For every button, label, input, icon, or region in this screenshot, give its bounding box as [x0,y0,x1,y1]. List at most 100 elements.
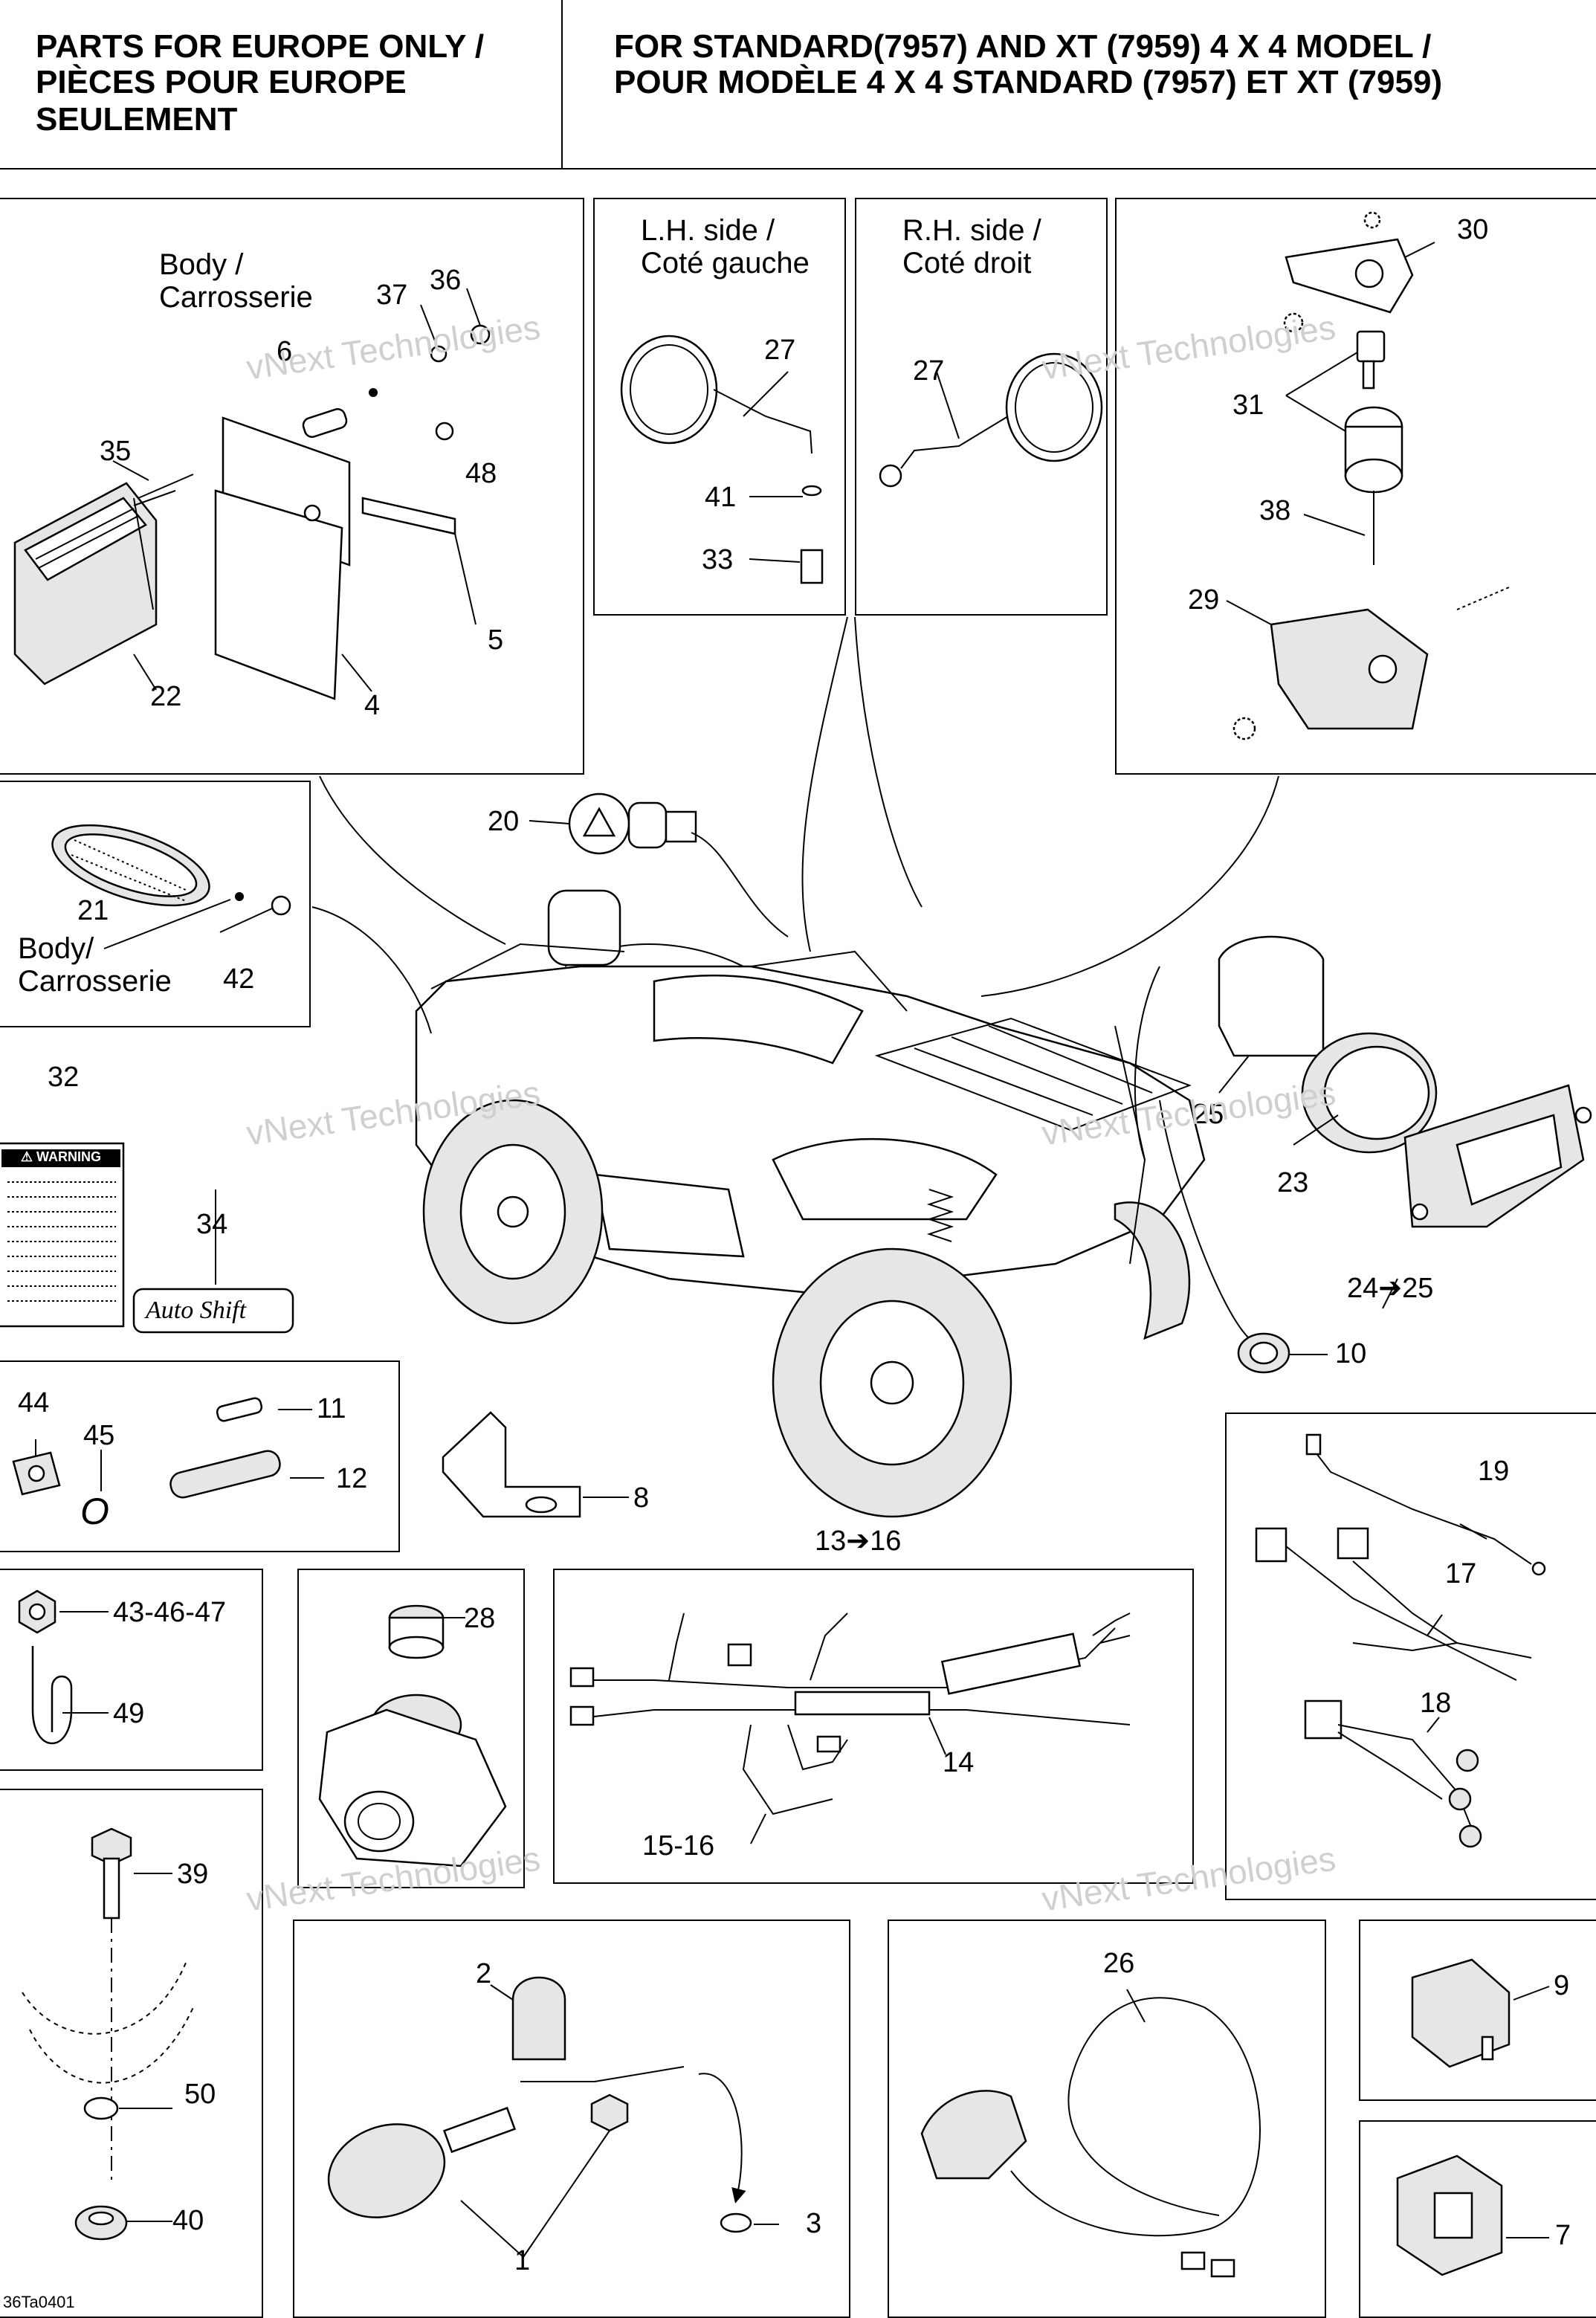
callout-23: 23 [1277,1167,1309,1198]
callout-15-16: 15-16 [642,1830,715,1862]
callout-42: 42 [223,963,255,995]
header-divider-horizontal [0,168,1596,170]
header-divider-vertical [561,0,563,168]
callout-18: 18 [1420,1688,1452,1719]
callout-8: 8 [633,1482,650,1514]
harness-connector-b [569,1705,595,1726]
adapter-33 [800,549,824,584]
mirror-right-27 [879,352,1103,488]
part-45-oring: O [80,1491,109,1532]
callout-12: 12 [336,1463,368,1494]
header-right-line-1: FOR STANDARD(7957) AND XT (7959) 4 X 4 M… [614,28,1432,65]
callout-45: 45 [83,1420,115,1451]
callout-5: 5 [488,624,504,656]
nut-1 [590,2093,629,2132]
callout-13-16: 13➔16 [815,1526,902,1557]
callout-22: 22 [150,681,182,712]
autoshift-label-text: Auto Shift [146,1297,247,1324]
key-31 [1356,330,1386,363]
nut-48 [435,422,454,441]
flasher-7 [1396,2154,1503,2276]
screw-29 [1456,587,1510,610]
autoshift-label-34 [132,1288,294,1334]
grommet-28-assembly [318,1604,507,1867]
connector-11 [216,1397,263,1422]
callout-44: 44 [18,1387,50,1418]
callout-26: 26 [1103,1948,1135,1979]
callout-35: 35 [100,436,132,467]
strip-5 [361,497,456,535]
cable-tie-49 [31,1646,73,1745]
callout-34: 34 [196,1209,228,1240]
callout-9: 9 [1554,1970,1570,2001]
callout-33: 33 [702,544,734,575]
license-plate-assembly [13,324,491,700]
header-left-line-1: PARTS FOR EUROPE ONLY / [36,28,485,65]
inset-box-mirror-left [593,198,846,616]
main-harness [569,1612,1131,1815]
connectors-inset-parts [12,1397,281,1499]
ignition-assembly [1232,211,1510,740]
callout-24-25: 24➔25 [1347,1273,1434,1304]
inset-box-fasteners [0,1569,263,1771]
header-left-line-3: SEULEMENT [36,101,238,138]
switch-26-assembly [920,1997,1261,2278]
callout-25: 25 [1192,1099,1224,1130]
leader-lines [35,242,1550,2258]
caption-body-2: Body/ Carrosserie [18,932,172,998]
callout-49: 49 [113,1698,145,1729]
callout-39: 39 [177,1859,209,1890]
washer-50 [83,2096,119,2120]
callout-32: 32 [48,1062,80,1093]
callout-43-46-47: 43-46-47 [113,1597,227,1628]
callout-1: 1 [514,2245,531,2276]
inset-box-main-harness [553,1569,1194,1884]
atv-seat [653,974,864,1065]
nut-42 [271,895,291,916]
turn-signal-1 [327,2123,446,2218]
relay-9 [1411,1958,1511,2068]
turn-signal-assembly [327,1976,752,2233]
warning-label-title: ⚠ WARNING [20,1149,102,1164]
inset-box-mirror-right [855,198,1108,616]
caption-lh-side: L.H. side / Coté gauche [641,214,810,280]
connector-17a [1255,1527,1288,1563]
callout-27-right: 27 [913,355,945,387]
throttle-body [318,1708,507,1867]
callout-28: 28 [464,1603,496,1634]
washer-3 [720,2212,752,2233]
callout-30: 30 [1457,214,1489,245]
switch-26 [920,2090,1027,2180]
callout-21: 21 [77,895,109,926]
fasteners-parts [18,1589,73,1745]
reflector-21 [51,824,291,916]
callout-2: 2 [476,1958,492,1989]
callout-10: 10 [1335,1338,1367,1369]
atv-backrest [547,889,621,966]
callout-41: 41 [705,482,737,513]
washer-41 [801,485,822,497]
caption-body-1: Body / Carrosserie [159,248,313,314]
callout-4: 4 [364,690,381,721]
callout-19: 19 [1478,1456,1510,1487]
atv-main-view [415,889,1206,1518]
bracket-8 [442,1411,581,1518]
callout-40: 40 [172,2205,204,2236]
headlight-assembly [1218,935,1592,1228]
callout-6: 6 [277,336,293,367]
callout-17: 17 [1445,1558,1477,1589]
callout-36: 36 [430,265,462,296]
callout-48: 48 [465,458,497,489]
license-plate [214,489,343,700]
bracket-30 [1285,238,1414,314]
callout-11: 11 [317,1393,346,1424]
washer-37 [430,345,448,363]
connector-18 [1304,1699,1343,1740]
callout-31: 31 [1232,390,1264,421]
inset-box-reflector [0,781,311,1027]
caption-rh-side: R.H. side / Coté droit [902,214,1041,280]
wire-19 [1311,1446,1532,1565]
mirror-left-27 [620,335,824,584]
callout-29: 29 [1188,584,1220,616]
